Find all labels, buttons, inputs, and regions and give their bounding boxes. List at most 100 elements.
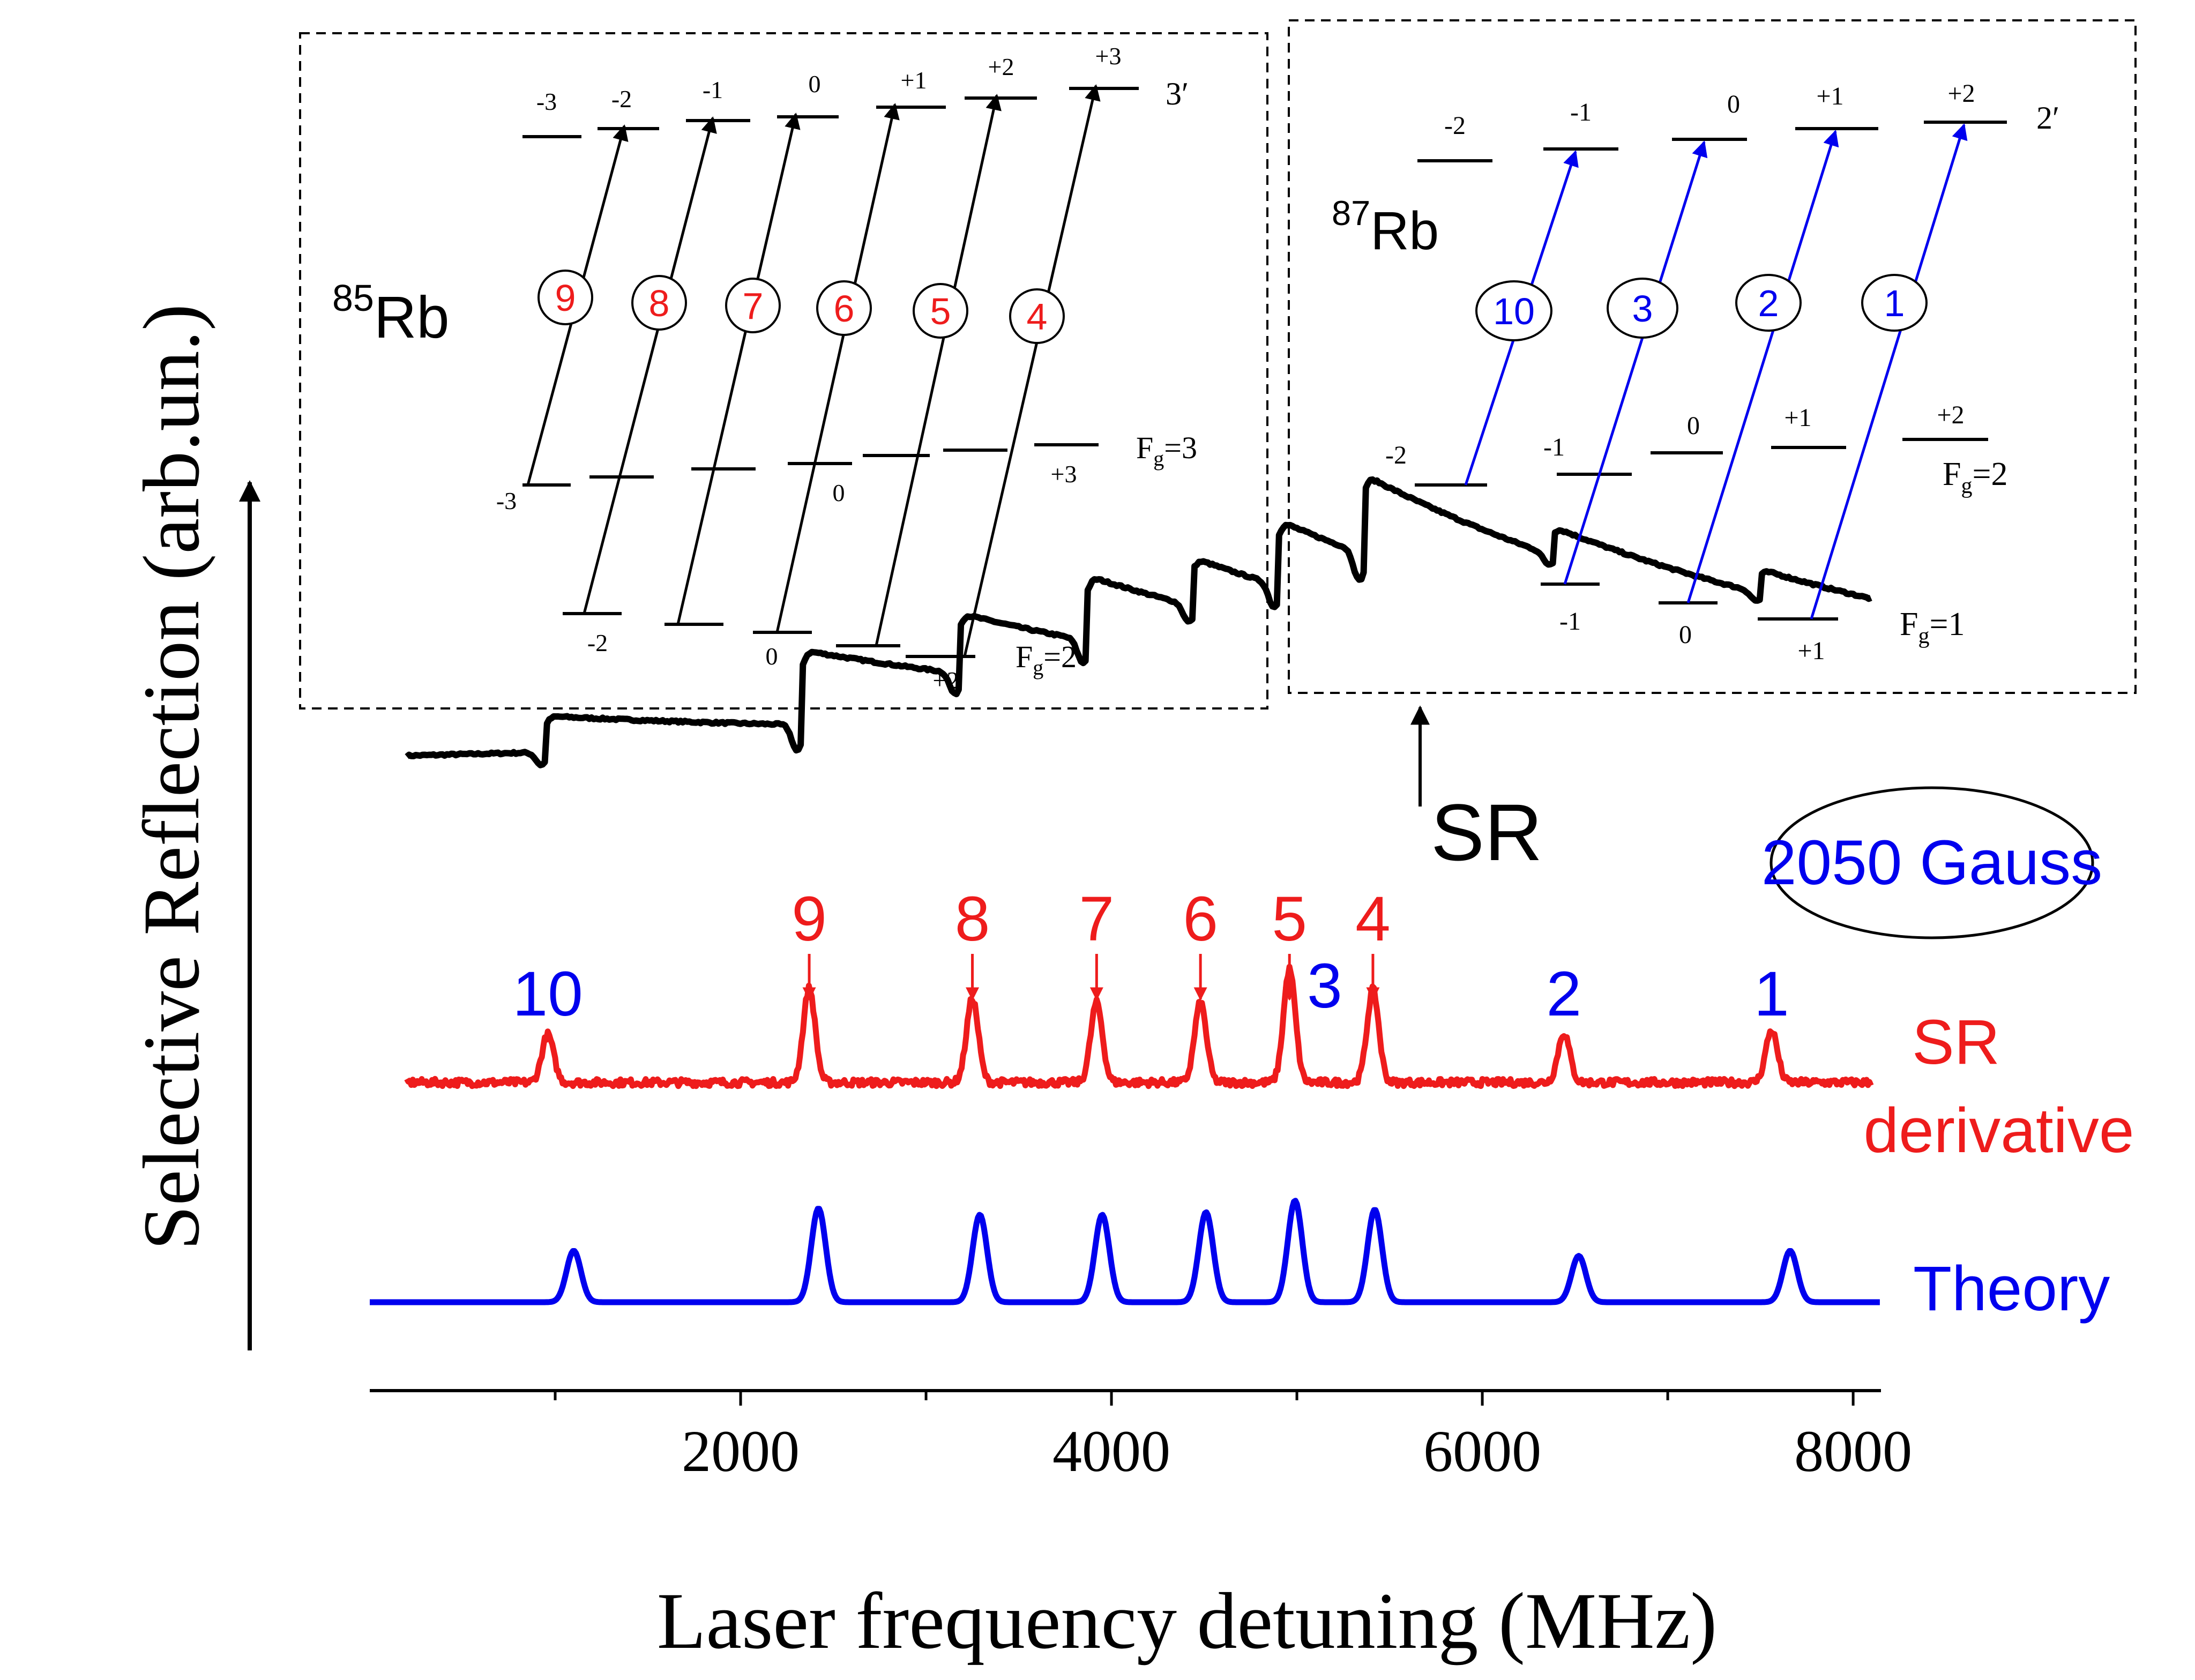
rb87-transition-10: 10	[1475, 280, 1552, 341]
rb87-lower-mf-labels: -1 0 +1	[1559, 607, 1825, 665]
rb87-transition-arrow	[1563, 140, 1708, 585]
rb85-transition-arrow	[963, 84, 1101, 657]
rb85-transition-8: 8	[631, 275, 687, 331]
rb87-transition-circle	[1607, 278, 1678, 339]
rb87-upper-mf: -2	[1444, 111, 1466, 140]
rb85-mid-mf: 0	[833, 479, 845, 506]
rb85-fg3-f: F	[1136, 430, 1153, 465]
rb87-fg2-label: Fg=2	[1943, 456, 2007, 498]
rb85-transition-arrow	[676, 113, 801, 625]
rb85-lower-mf: +2	[933, 667, 959, 694]
x-tick-label: 2000	[682, 1418, 800, 1484]
peak-label: 7	[1079, 884, 1115, 954]
rb85-upper-mf: +2	[988, 53, 1014, 80]
rb85-transition-circle	[1009, 288, 1065, 344]
rb87-fg1-f: F	[1900, 606, 1918, 643]
rb87-transition-number: 10	[1493, 290, 1535, 332]
x-axis-label: Laser frequency detuning (MHz)	[657, 1577, 1717, 1666]
rb85-lower-mf-labels: -2 0 +2	[587, 629, 959, 694]
rb87-fg1-sub: g	[1918, 624, 1929, 648]
x-tick-label: 6000	[1423, 1418, 1541, 1484]
inset-rb87-frame	[1288, 19, 2137, 694]
rb87-mid-mf: +2	[1937, 401, 1964, 429]
rb87-transition-circle	[1735, 274, 1802, 332]
rb87-transition-number: 2	[1758, 282, 1779, 324]
rb85-mid-levels	[522, 443, 1099, 487]
rb85-transition-number: 9	[555, 277, 576, 319]
rb85-transition-circle	[913, 283, 968, 339]
rb87-transition-circle	[1861, 274, 1928, 332]
rb87-lower-mf: -1	[1559, 607, 1581, 636]
inset-rb87: 87Rb 2′ -2 -1 0 +1 +2 -2 -1	[1288, 19, 2137, 694]
rb87-transition-arrows	[1464, 123, 1968, 619]
x-tick-label: 8000	[1794, 1418, 1912, 1484]
rb85-lower-levels	[563, 612, 975, 658]
rb85-mid-mf-labels: -3 0 +3	[496, 460, 1077, 514]
rb85-transition-number: 6	[834, 288, 855, 330]
rb85-fg3-value: =3	[1164, 430, 1197, 465]
rb87-transition-3: 3	[1607, 278, 1678, 339]
rb87-fg2-value: =2	[1972, 456, 2007, 492]
rb87-upper-state-label: 2′	[2036, 100, 2059, 136]
series-sr-derivative	[404, 964, 1874, 1089]
rb87-lower-mf: +1	[1797, 637, 1825, 665]
rb87-mid-mf: -1	[1543, 433, 1565, 461]
peak-label: 9	[792, 884, 827, 954]
rb85-lower-mf: -2	[587, 629, 608, 656]
sr-annotation-label: SR	[1431, 787, 1542, 877]
rb85-mid-mf: +3	[1051, 460, 1077, 488]
rb85-upper-mf: -2	[611, 85, 632, 113]
rb85-lower-mf: 0	[766, 643, 778, 670]
rb87-transition-circles: 10 3 2 1	[1475, 274, 1928, 341]
rb87-transition-arrow	[1686, 130, 1839, 603]
inset-rb85: 85Rb 3′ -3 -2 -1 0 +1 +2 +3	[299, 32, 1268, 710]
rb87-transition-1: 1	[1861, 274, 1928, 332]
peak-label: 6	[1183, 884, 1218, 954]
x-axis-ticks: 2000 4000 6000 8000	[554, 1391, 1912, 1484]
rb85-transition-9: 9	[537, 270, 593, 325]
rb85-element: Rb	[374, 285, 450, 350]
rb85-transition-6: 6	[816, 280, 872, 336]
rb87-element: Rb	[1370, 201, 1439, 261]
peak-label: 2	[1546, 959, 1581, 1029]
rb87-transition-circle	[1475, 280, 1552, 341]
rb87-upper-mf-labels: -2 -1 0 +1 +2	[1444, 79, 1975, 140]
rb87-transition-number: 1	[1884, 282, 1905, 324]
rb87-upper-mf: -1	[1570, 98, 1592, 126]
rb87-mid-mf: 0	[1687, 412, 1700, 440]
rb85-transition-7: 7	[725, 278, 781, 333]
rb85-transition-5: 5	[913, 283, 968, 339]
y-axis-label: Selective Reflection (arb.un.)	[127, 304, 216, 1250]
rb85-transition-circle	[537, 270, 593, 325]
inset-rb85-frame	[299, 32, 1268, 710]
rb87-fg2-sub: g	[1961, 474, 1972, 498]
rb87-transition-arrow	[1810, 123, 1968, 619]
field-ellipse	[1770, 786, 2094, 939]
rb87-mid-levels	[1415, 438, 1988, 487]
rb85-transition-arrows	[526, 84, 1101, 657]
rb87-transition-2: 2	[1735, 274, 1802, 332]
rb87-mid-mf: -2	[1385, 441, 1407, 469]
rb85-mid-mf: -3	[496, 487, 517, 514]
rb85-transition-4: 4	[1009, 288, 1065, 344]
rb87-mid-mf-labels: -2 -1 0 +1 +2	[1385, 401, 1965, 469]
rb85-transition-number: 4	[1027, 296, 1048, 338]
rb85-upper-mf: +1	[901, 66, 927, 94]
rb85-fg2-f: F	[1016, 639, 1033, 674]
rb85-upper-mf: 0	[809, 70, 821, 98]
rb87-lower-mf: 0	[1679, 621, 1692, 649]
peak-label: 8	[955, 884, 990, 954]
rb85-transition-circle	[631, 275, 687, 331]
rb87-upper-mf: +2	[1947, 79, 1975, 108]
x-tick-label: 4000	[1052, 1418, 1170, 1484]
rb85-upper-mf: -3	[536, 88, 557, 115]
rb85-fg3-label: Fg=3	[1136, 430, 1197, 471]
rb85-transition-arrow	[875, 94, 1002, 646]
rb85-transition-number: 5	[930, 290, 951, 332]
field-label: 2050 Gauss	[1761, 827, 2102, 898]
series-theory	[368, 1198, 1882, 1305]
rb87-transition-number: 3	[1632, 288, 1653, 330]
